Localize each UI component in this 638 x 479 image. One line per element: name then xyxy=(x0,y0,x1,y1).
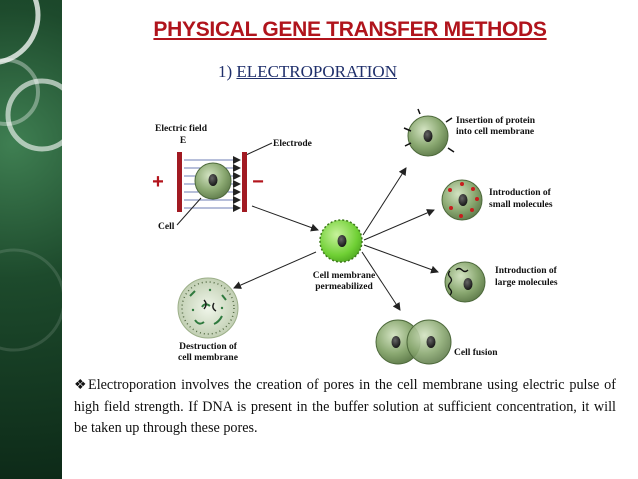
electrode-pointer xyxy=(245,142,273,156)
field-symbol-label: E xyxy=(180,136,186,146)
positive-sign: + xyxy=(152,171,164,193)
protein-insertion-label-line2: into cell membrane xyxy=(456,127,534,137)
electric-field-label: Electric field xyxy=(155,124,208,134)
protein-insertion-cell xyxy=(403,108,455,157)
arrow-to-permeabilized xyxy=(251,205,319,232)
destruction-label-line1: Destruction of xyxy=(179,342,238,352)
positive-electrode xyxy=(177,152,182,212)
destruction-label-line2: cell membrane xyxy=(178,353,238,363)
small-molecules-cell xyxy=(441,179,483,221)
protein-insertion-label-line1: Insertion of protein xyxy=(456,116,536,126)
section-heading: 1) ELECTROPORATION xyxy=(218,62,397,82)
small-molecules-label-line1: Introduction of xyxy=(489,188,552,198)
outcome-arrows xyxy=(361,167,439,311)
cell-label: Cell xyxy=(158,222,175,232)
sidebar-pattern xyxy=(0,0,62,352)
body-paragraph: ❖Electroporation involves the creation o… xyxy=(74,375,616,440)
fused-cells xyxy=(375,319,452,365)
large-molecules-label-line1: Introduction of xyxy=(495,266,558,276)
electroporation-diagram: Electric field E Electrode + − Cell Cell… xyxy=(152,108,558,365)
cell-in-field xyxy=(194,162,232,200)
bullet-icon: ❖ xyxy=(74,377,89,393)
decorative-sidebar xyxy=(0,0,62,479)
small-molecules-label-line2: small molecules xyxy=(489,200,553,210)
electrode-label: Electrode xyxy=(273,139,312,149)
negative-sign: − xyxy=(252,171,264,193)
cell-fusion-label: Cell fusion xyxy=(454,348,498,358)
body-text: Electroporation involves the creation of… xyxy=(74,377,616,436)
large-molecules-label-line2: large molecules xyxy=(495,278,558,288)
negative-electrode xyxy=(242,152,247,212)
section-number: 1) xyxy=(218,62,233,81)
destroyed-cell xyxy=(177,277,239,339)
permeabilized-label-line1: Cell membrane xyxy=(313,271,376,281)
permeabilized-label-line2: permeabilized xyxy=(315,282,373,292)
arrow-to-destruction xyxy=(233,251,317,289)
large-molecules-cell xyxy=(444,261,486,303)
slide-title: PHYSICAL GENE TRANSFER METHODS xyxy=(153,18,547,41)
permeabilized-cell xyxy=(319,219,363,263)
section-title: ELECTROPORATION xyxy=(236,62,397,81)
cell-pointer xyxy=(176,197,202,226)
